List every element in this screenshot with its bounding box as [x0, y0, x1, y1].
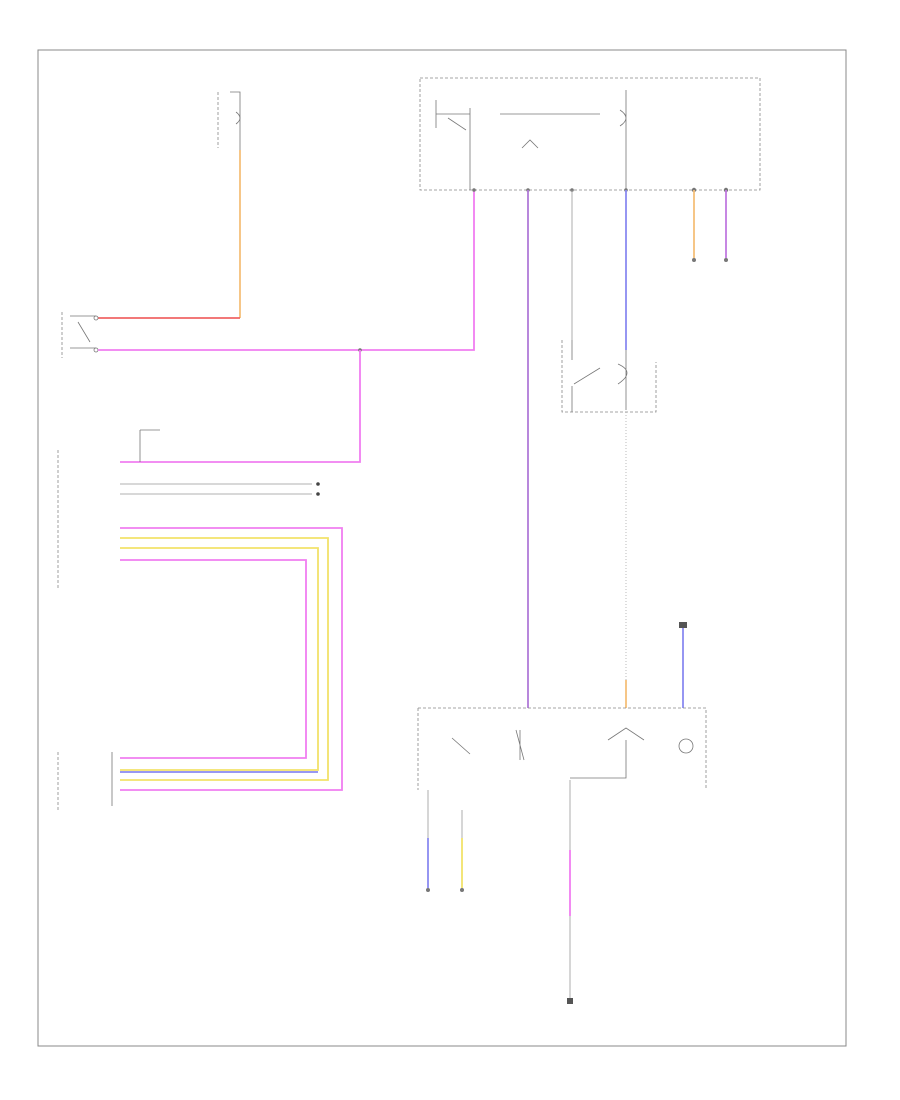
wire-yellow-bundle-2: [120, 547, 319, 771]
connector-pin: [460, 888, 464, 892]
brake-switch: [561, 340, 657, 413]
smart-junction-box: [419, 77, 761, 191]
pcm-connector-block: [57, 429, 160, 588]
brake-pedal-switch: [61, 312, 99, 358]
connector-pin: [472, 188, 476, 192]
transmission-connector: [57, 752, 113, 810]
connector-pin: [724, 258, 728, 262]
ground-symbol: [567, 998, 573, 1004]
wire-pink-splice-down: [120, 350, 361, 463]
wire-pink-brake-to-sjb: [98, 190, 475, 351]
connector-pin: [316, 482, 320, 486]
battery-junction-fuse: [217, 91, 241, 150]
connector-pin: [426, 888, 430, 892]
wire-pink-bundle-outer: [120, 527, 343, 791]
connector-pin: [692, 258, 696, 262]
diagram-frame: [37, 49, 847, 1047]
wire-pink-bundle-inner: [120, 559, 307, 759]
connector-pin: [316, 492, 320, 496]
right-ground-connector: [679, 622, 687, 708]
wire-yellow-bundle-1: [120, 537, 329, 781]
shift-lock-actuator-box: [417, 707, 707, 790]
